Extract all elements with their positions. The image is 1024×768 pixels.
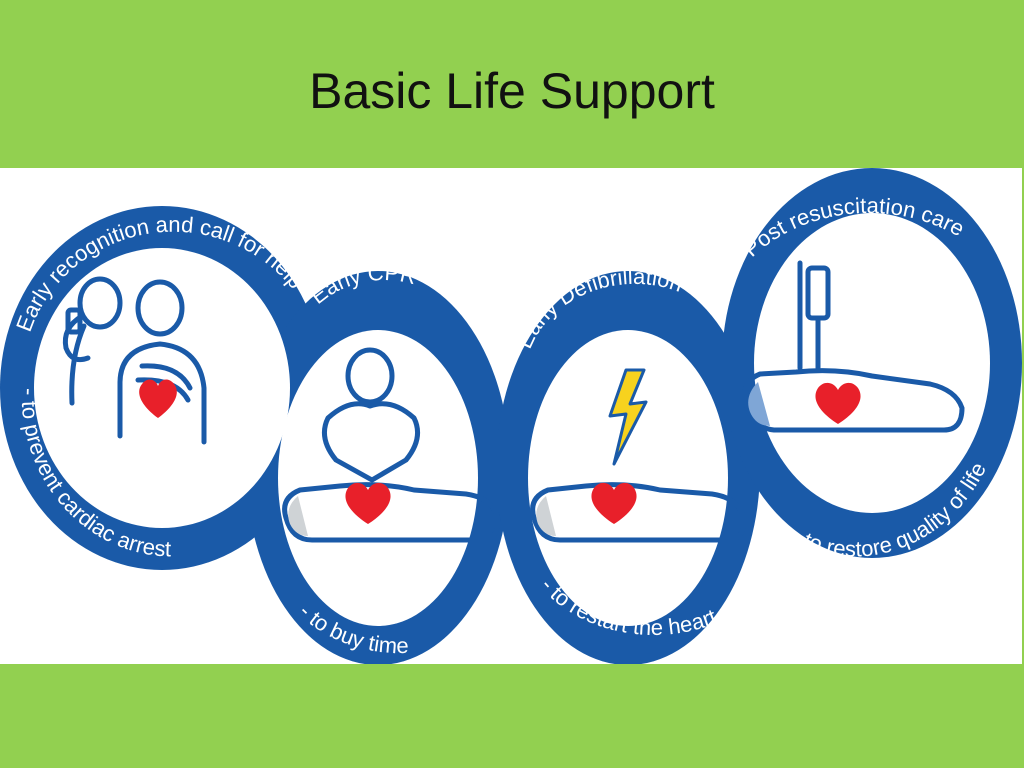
- patient-head-shading: [748, 382, 770, 426]
- patient-icon: [530, 482, 747, 543]
- slide-title: Basic Life Support: [309, 63, 715, 119]
- heart-icon: [139, 379, 177, 418]
- heart-icon: [345, 482, 391, 524]
- cpr-head-shading: [288, 496, 308, 536]
- phone-call-icon: [62, 276, 207, 445]
- cpr-icon: [282, 347, 501, 543]
- chain-of-survival-panel: Early recognition and call for help - to…: [0, 168, 1022, 664]
- patient-head-shading: [536, 496, 556, 536]
- chain-rings: [0, 168, 1022, 664]
- lightning-bolt-icon: [608, 368, 648, 466]
- heart-icon: [815, 382, 861, 424]
- heart-icon: [591, 482, 637, 524]
- iv-drip-icon: [742, 260, 965, 433]
- chain-of-survival-diagram: Early recognition and call for help - to…: [0, 168, 1022, 664]
